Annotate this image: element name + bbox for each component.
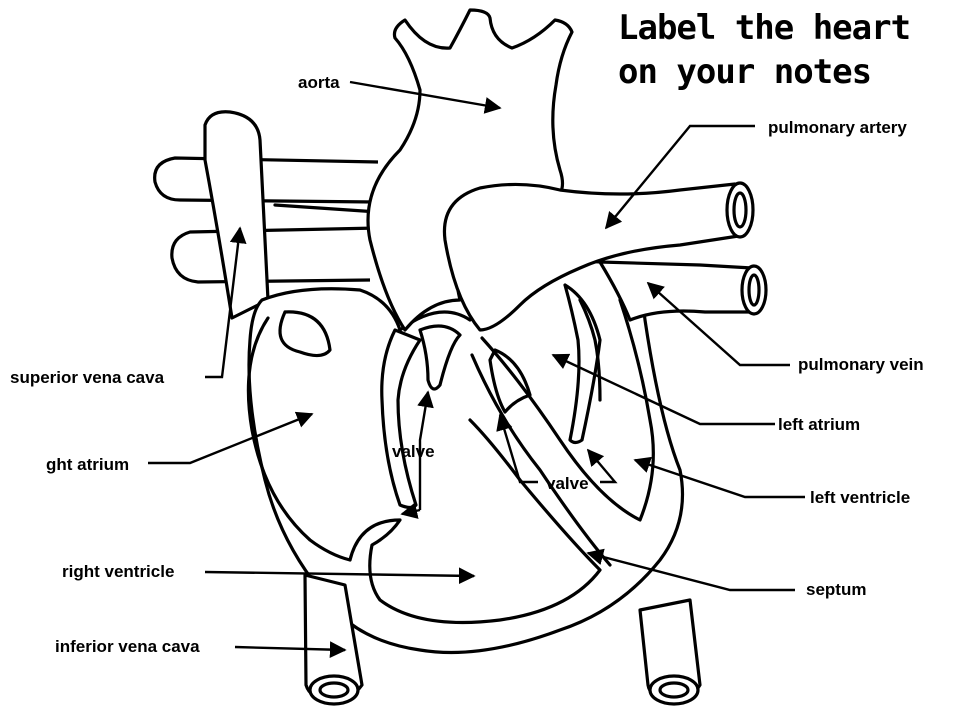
right-atrium-inner xyxy=(278,310,332,358)
label-valve-right: valve xyxy=(392,442,435,461)
arrow-right-ventricle xyxy=(204,567,476,585)
label-right-atrium: ght atrium xyxy=(46,455,129,474)
label-aorta: aorta xyxy=(298,73,340,92)
ivc-opening xyxy=(308,674,360,706)
arrow-valve-left-upper xyxy=(496,413,538,484)
pulmonary-artery-opening xyxy=(725,181,755,239)
arrow-right-atrium xyxy=(148,411,314,465)
pulmonary-vein-opening xyxy=(740,264,768,316)
valve-cusp-1 xyxy=(418,324,462,391)
arrow-superior-vena-cava xyxy=(205,226,247,379)
label-arrows xyxy=(148,80,805,658)
label-left-atrium: left atrium xyxy=(778,415,860,434)
pulmonary-artery-inner xyxy=(732,191,748,229)
label-right-ventricle: right ventricle xyxy=(62,562,174,581)
label-valve-left: valve xyxy=(546,474,589,493)
pulmonary-vein-inner xyxy=(747,273,761,307)
arrow-valve-left-lower xyxy=(586,448,618,484)
mitral-valve-flap xyxy=(488,348,532,414)
pulmonary-vein-vessel xyxy=(598,260,757,322)
arrow-valve-right-lower xyxy=(400,502,421,519)
label-septum: septum xyxy=(806,580,866,599)
label-pulmonary-vein: pulmonary vein xyxy=(798,355,924,374)
labels: aorta pulmonary artery pulmonary vein le… xyxy=(10,73,924,656)
arrow-inferior-vena-cava xyxy=(234,641,347,658)
heart-illustration xyxy=(153,8,768,706)
title-line-1: Label the heart xyxy=(618,8,911,48)
label-pulmonary-artery: pulmonary artery xyxy=(768,118,907,137)
arrow-aorta xyxy=(349,80,502,114)
left-vessel-lower xyxy=(170,226,379,284)
left-atrium-inner xyxy=(563,283,602,445)
arrow-left-ventricle xyxy=(633,456,805,499)
label-left-ventricle: left ventricle xyxy=(810,488,910,507)
arrow-pulmonary-vein xyxy=(646,281,790,367)
superior-vena-cava-vessel xyxy=(203,110,270,320)
title-line-2: on your notes xyxy=(618,52,872,92)
septum-line xyxy=(480,298,655,522)
arrow-left-atrium xyxy=(551,353,775,426)
right-ventricle-wall xyxy=(348,418,602,625)
pulmonary-artery-vessel xyxy=(442,182,747,332)
septum-line-2 xyxy=(470,353,612,567)
arrow-septum xyxy=(586,548,795,592)
arrow-valve-right-upper xyxy=(417,390,434,510)
ivc-opening-inner xyxy=(318,681,350,699)
aorta-vessel xyxy=(366,8,574,332)
right-atrium-wall xyxy=(246,316,352,562)
label-superior-vena-cava: superior vena cava xyxy=(10,368,165,387)
left-atrium-inner-2 xyxy=(578,298,602,402)
descending-aorta-inner xyxy=(658,681,690,699)
left-vessel-line xyxy=(273,203,380,214)
diagram-title: Label the heart on your notes xyxy=(618,6,953,94)
descending-aorta-opening xyxy=(648,674,700,706)
label-inferior-vena-cava: inferior vena cava xyxy=(55,637,200,656)
heart-body xyxy=(247,259,685,655)
arrow-pulmonary-artery xyxy=(604,124,755,230)
left-vessel-upper xyxy=(153,156,379,204)
